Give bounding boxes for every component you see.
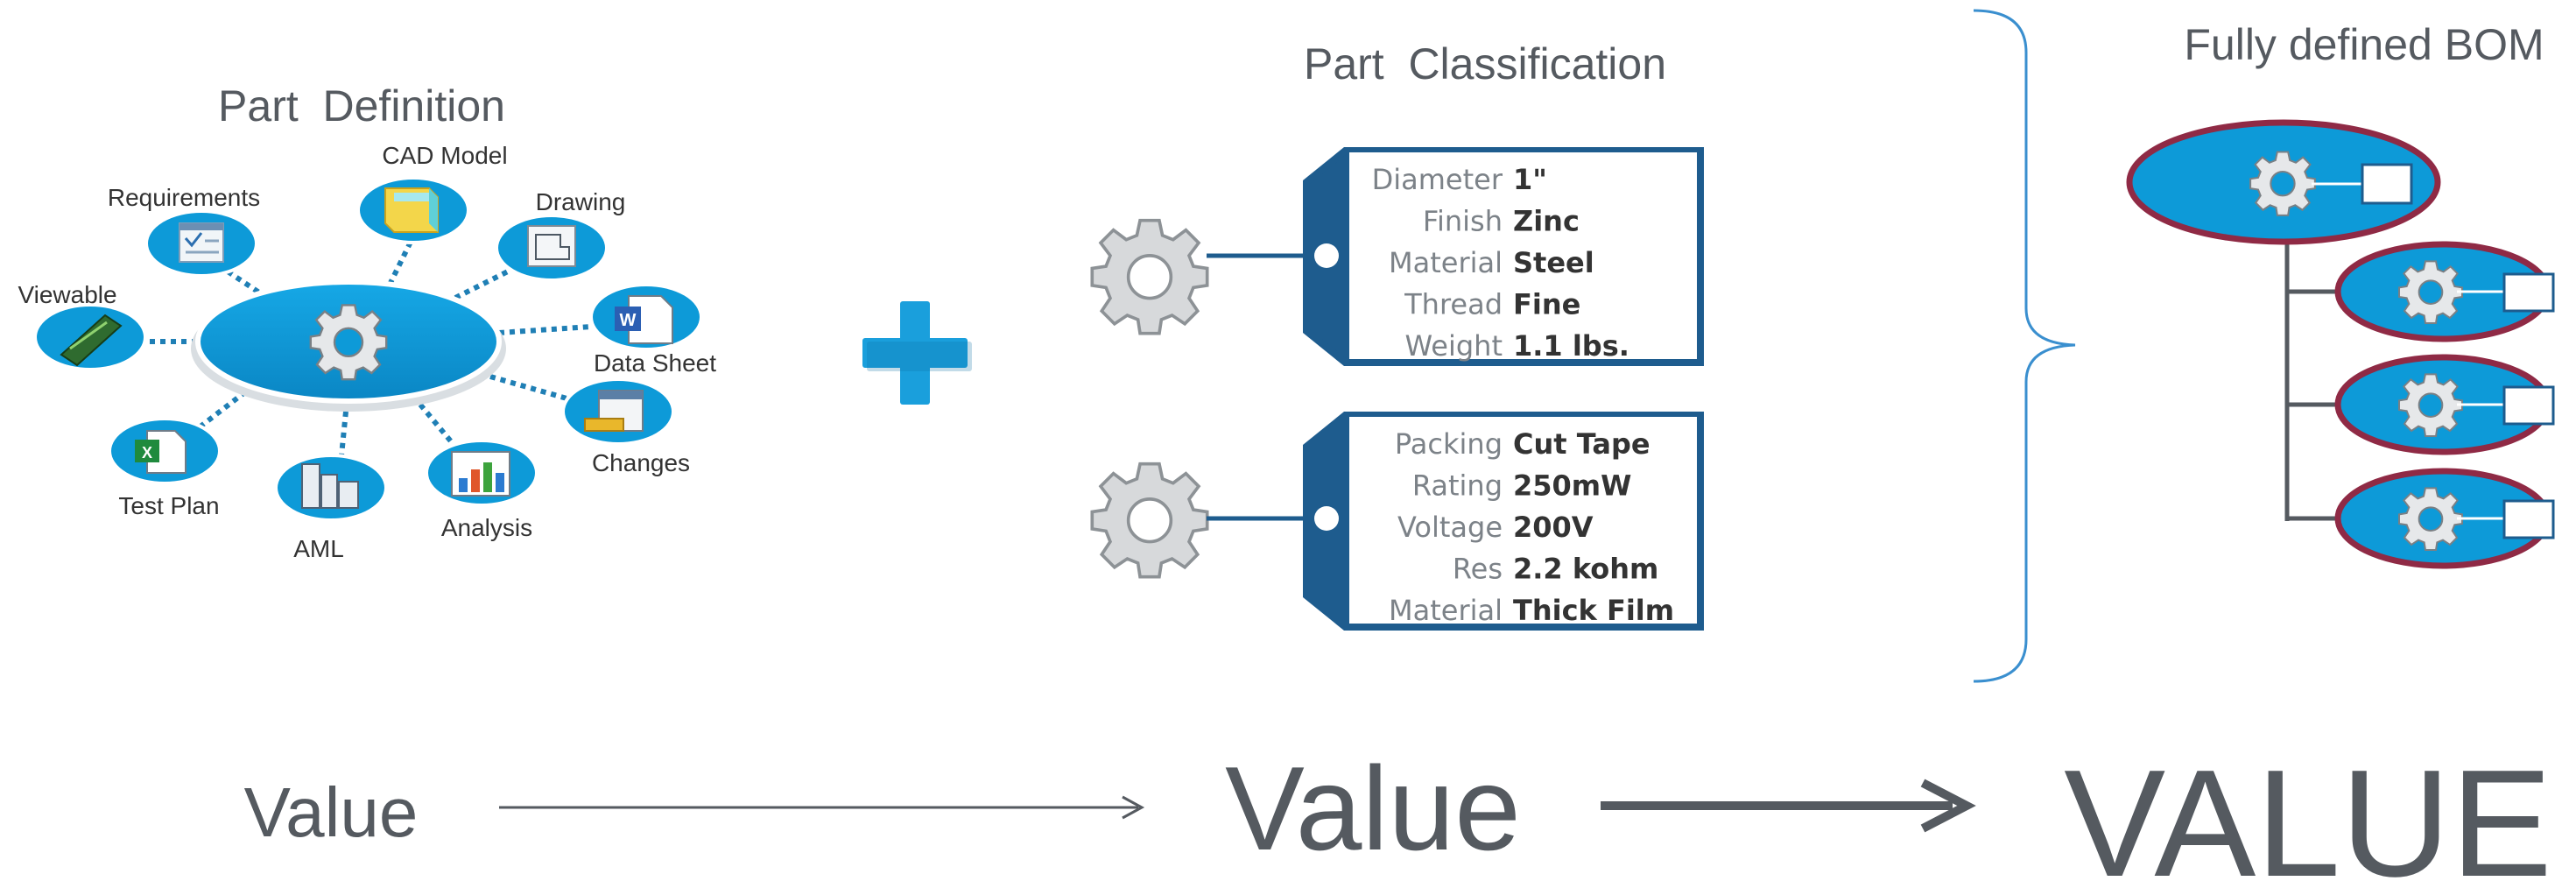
cad-model-label: CAD Model bbox=[382, 142, 507, 169]
part-definition-section: Part Definition CAD Model bbox=[18, 81, 716, 562]
viewable-label: Viewable bbox=[18, 281, 116, 308]
svg-text:W: W bbox=[620, 311, 637, 330]
bom-box-icon bbox=[2361, 163, 2413, 205]
plus-icon bbox=[862, 301, 972, 405]
value-large: VALUE bbox=[2064, 737, 2552, 881]
thin-arrow bbox=[499, 795, 1145, 820]
attribute-value: 1.1 lbs. bbox=[1513, 329, 1629, 363]
test-plan-icon: X bbox=[135, 430, 187, 474]
value-progression: Value Value VALUE bbox=[244, 737, 2552, 881]
satellite-drawing[interactable]: Drawing bbox=[495, 188, 626, 282]
svg-text:X: X bbox=[142, 444, 152, 462]
classification-tag-1[interactable] bbox=[1090, 147, 1704, 366]
bom-child-node-2[interactable] bbox=[2334, 354, 2555, 455]
gear-icon bbox=[1090, 462, 1209, 579]
part-classification-title: Part Classification bbox=[1304, 39, 1666, 88]
attribute-value: Thick Film bbox=[1513, 594, 1674, 627]
data-sheet-label: Data Sheet bbox=[594, 349, 716, 377]
attribute-value: 1" bbox=[1513, 163, 1547, 196]
bom-child-node-1[interactable] bbox=[2334, 241, 2555, 342]
attribute-value: Zinc bbox=[1513, 205, 1580, 238]
analysis-icon bbox=[451, 451, 510, 497]
attribute-label: Finish bbox=[1423, 205, 1503, 238]
value-medium: Value bbox=[1225, 742, 1521, 875]
grouping-brace bbox=[1973, 9, 2076, 683]
gear-icon bbox=[2249, 151, 2316, 216]
attribute-label: Material bbox=[1389, 246, 1503, 279]
changes-icon bbox=[584, 390, 644, 432]
satellite-cad-model[interactable]: CAD Model bbox=[356, 142, 508, 244]
changes-label: Changes bbox=[592, 449, 690, 476]
satellite-data-sheet[interactable]: W Data Sheet bbox=[589, 283, 716, 377]
attribute-value: Fine bbox=[1513, 288, 1580, 321]
test-plan-label: Test Plan bbox=[118, 492, 219, 519]
attribute-label: Thread bbox=[1404, 288, 1503, 321]
attribute-value: Cut Tape bbox=[1513, 427, 1650, 461]
bom-box-icon bbox=[2502, 385, 2555, 426]
satellite-changes[interactable]: Changes bbox=[561, 377, 690, 476]
gear-icon bbox=[2398, 487, 2463, 551]
bom-title: Fully defined BOM bbox=[2184, 20, 2544, 69]
bom-box-icon bbox=[2502, 272, 2555, 313]
attribute-value: 200V bbox=[1513, 511, 1594, 544]
value-small: Value bbox=[244, 773, 419, 851]
viewable-icon bbox=[60, 314, 123, 367]
part-definition-title: Part Definition bbox=[218, 81, 505, 130]
attribute-label: Weight bbox=[1405, 329, 1503, 363]
satellite-aml[interactable]: AML bbox=[274, 454, 388, 562]
attribute-label: Res bbox=[1453, 553, 1503, 586]
hub-gear-icon bbox=[309, 304, 388, 381]
requirements-icon bbox=[179, 222, 224, 263]
bom-section: Fully defined BOM bbox=[2126, 20, 2555, 569]
attribute-label: Packing bbox=[1395, 427, 1503, 461]
attribute-value: 250mW bbox=[1513, 469, 1631, 503]
attribute-label: Rating bbox=[1412, 469, 1503, 503]
requirements-label: Requirements bbox=[108, 184, 260, 211]
bom-root-node[interactable] bbox=[2126, 119, 2441, 245]
part-classification-section: Part Classification Diameter 1" Finish Zinc… bbox=[1090, 39, 1704, 631]
gear-icon bbox=[1090, 218, 1209, 335]
attribute-label: Material bbox=[1389, 594, 1503, 627]
attribute-value: 2.2 kohm bbox=[1513, 553, 1658, 586]
attribute-label: Diameter bbox=[1372, 163, 1503, 196]
data-sheet-icon: W bbox=[615, 295, 673, 344]
aml-label: AML bbox=[293, 535, 344, 562]
thick-arrow bbox=[1601, 779, 1976, 833]
satellite-analysis[interactable]: Analysis bbox=[425, 439, 538, 541]
gear-icon bbox=[2398, 260, 2463, 324]
satellite-requirements[interactable]: Requirements bbox=[108, 184, 260, 278]
satellite-viewable[interactable]: Viewable bbox=[18, 281, 147, 371]
satellite-test-plan[interactable]: X Test Plan bbox=[108, 417, 222, 519]
drawing-label: Drawing bbox=[536, 188, 626, 215]
attribute-value: Steel bbox=[1513, 246, 1594, 279]
classification-tag-2[interactable] bbox=[1090, 412, 1704, 631]
bom-box-icon bbox=[2502, 499, 2555, 539]
aml-icon bbox=[301, 463, 359, 509]
attribute-label: Voltage bbox=[1397, 511, 1503, 544]
bom-child-node-3[interactable] bbox=[2334, 468, 2555, 569]
drawing-icon bbox=[527, 225, 576, 267]
cad-model-icon bbox=[384, 187, 439, 233]
gear-icon bbox=[2398, 373, 2463, 437]
analysis-label: Analysis bbox=[441, 514, 532, 541]
